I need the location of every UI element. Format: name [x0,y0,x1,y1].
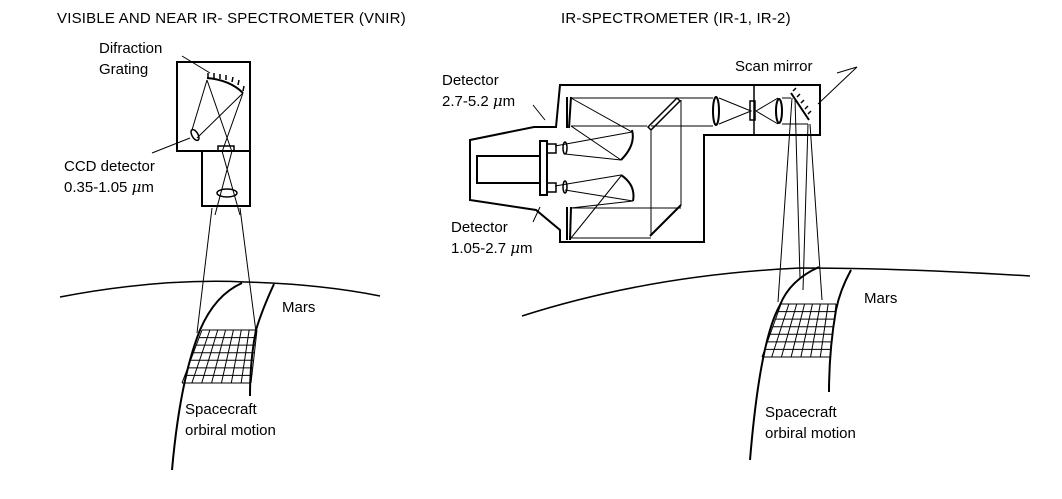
unit-suffix: m [141,179,154,196]
vnir-motion-label-line2: orbiral motion [185,422,276,439]
detector-top-range: 2.7-5.2 [442,93,493,110]
vnir-optical-rays [191,79,244,153]
ir-housing [469,84,821,243]
vnir-spectrometer-housing [176,61,251,152]
ir-mars-label: Mars [864,290,898,307]
ccd-leader-line [151,137,191,154]
vnir-instrument [151,55,257,334]
vnir-ccd-detector [190,128,200,142]
ir-motion-label-line2: orbiral motion [765,425,856,442]
detector-top-leader-line [532,104,546,121]
ir-focus-lens-bottom [562,180,568,194]
ir-instrument [469,66,858,303]
vnir-telescope-tube [201,151,251,207]
grid-column-line [181,329,203,384]
ir-detector-rays [554,131,634,202]
ir-curved-mirror-top [620,129,634,161]
vnir-lens [216,188,238,198]
grid-column-line [771,303,790,358]
ir-focus-lens-top [562,141,568,155]
ir-entrance-slit [749,100,756,121]
ir-cooler-block [476,155,541,184]
vnir-swath-left-edge [171,282,243,471]
ir-objective-lens [775,98,783,124]
vnir-cross-rays [214,150,241,216]
grid-column-line [800,303,813,358]
mu-symbol: μ [492,92,503,110]
mars-horizon-right [521,267,1031,317]
grid-column-line [761,303,782,358]
ir-swath-left-edge [749,266,820,461]
grid-column-line [201,329,219,384]
grid-column-line [250,329,258,384]
grid-column-line [790,303,806,358]
grid-column-line [819,303,829,358]
grid-column-line [780,303,798,358]
ir-scan-rays [782,97,808,125]
ir-fold-mirror [649,204,682,237]
vnir-grating-teeth [207,73,245,92]
grid-column-line [240,329,250,384]
vnir-title: VISIBLE AND NEAR IR- SPECTROMETER (VNIR) [57,10,406,27]
grating-leader-line [181,55,211,74]
ir-relay-rays [651,97,713,127]
detector-bottom-range: 1.05-2.7 [451,240,511,257]
ir-mirror-top [566,96,572,129]
detector-top-label-line1: Detector [442,72,499,89]
unit-suffix: m [502,93,516,110]
ir-relay-focus-rays [718,97,753,125]
ir-curved-mirror-bottom [620,174,635,202]
ir-scan-mirror-teeth [792,87,812,115]
mu-symbol: μ [510,239,520,257]
ir-detector-plate [539,140,548,196]
vnir-slit [217,145,235,152]
grid-column-line [810,303,821,358]
ir-swath-right-edge [828,269,852,393]
vnir-scan-grid [181,329,258,384]
vnir-diffraction-grating [206,77,244,94]
grating-label-line1: Difraction [99,40,163,57]
ir-mirror-bottom [566,206,572,241]
vnir-swath-right-edge [249,283,275,397]
ir-detector-windows [547,143,557,193]
ir-title: IR-SPECTROMETER (IR-1, IR-2) [561,10,791,27]
ir-scan-mirror [790,92,810,121]
ccd-range: 0.35-1.05 [64,179,132,196]
vnir-motion-label-line1: Spacecraft [185,401,257,418]
ir-beam-splitter [646,96,682,132]
grid-column-line [829,303,837,358]
detector-bottom-label-line2: 1.05-2.7 μm [451,238,532,259]
grid-column-line [220,329,234,384]
ccd-label-line2: 0.35-1.05 μm [64,177,154,198]
scan-mirror-label: Scan mirror [735,58,813,75]
ir-field-of-view [777,97,823,303]
unit-suffix: m [519,240,533,257]
grating-label-line2: Grating [99,61,149,78]
ccd-label-line1: CCD detector [64,158,155,175]
detector-top-label-line2: 2.7-5.2 μm [442,91,515,112]
ir-scan-grid [761,303,837,358]
grid-column-line [191,329,211,384]
vnir-mars-surface [59,280,381,471]
ir-relay-lens [712,96,720,126]
grid-column-line [211,329,227,384]
vnir-field-of-view [196,207,257,334]
grid-column-line [230,329,242,384]
ir-mars-surface [521,266,1031,461]
ir-optical-rays [570,97,682,239]
detector-bottom-leader-line [532,206,541,223]
mars-horizon-left [59,280,381,298]
scan-mirror-leader-line [817,66,858,105]
ir-objective-rays [755,97,779,125]
vnir-mars-label: Mars [282,299,316,316]
mu-symbol: μ [131,178,142,196]
detector-bottom-label-line1: Detector [451,219,508,236]
ir-motion-label-line1: Spacecraft [765,404,837,421]
